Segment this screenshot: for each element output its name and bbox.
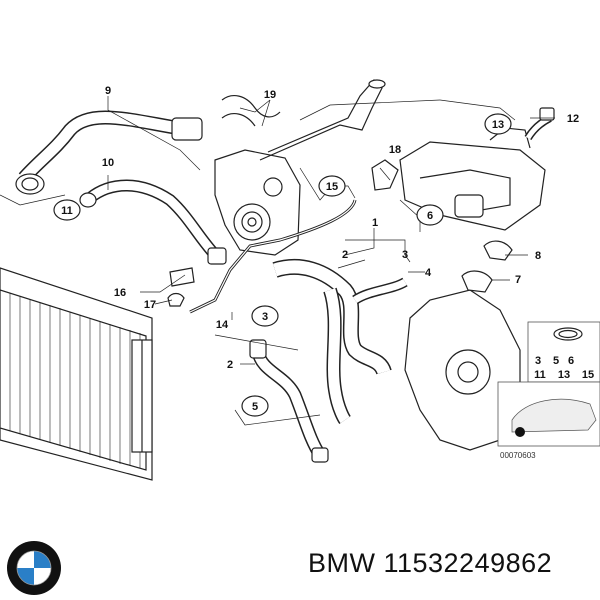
hose-4 xyxy=(352,277,408,305)
legend-bottom-1: 11 xyxy=(534,369,546,381)
callout-6: 6 xyxy=(427,210,433,222)
callout-circle-13 xyxy=(484,113,512,135)
engine-block xyxy=(404,289,521,451)
callout-7: 7 xyxy=(515,274,521,286)
clamp-legend-box xyxy=(527,321,600,383)
car-thumbnail xyxy=(497,381,600,447)
pipe-14 xyxy=(189,199,357,314)
callout-3-circle: 3 xyxy=(262,311,268,323)
callout-15: 15 xyxy=(326,181,338,193)
hose-1 xyxy=(272,258,392,425)
callout-17: 17 xyxy=(144,299,156,311)
legend-bottom-3: 15 xyxy=(582,369,594,381)
callout-circle-5 xyxy=(241,395,269,417)
legend-top-3: 6 xyxy=(568,355,574,367)
legend-bottom-2: 13 xyxy=(558,369,570,381)
clamp-8 xyxy=(483,240,513,261)
hose-5 xyxy=(249,339,329,463)
figure-code: 00070603 xyxy=(500,451,536,460)
bmw-logo-icon xyxy=(7,541,61,595)
clamp-19 xyxy=(221,94,281,127)
callout-18: 18 xyxy=(389,144,401,156)
callout-circle-6 xyxy=(416,204,444,226)
callout-11: 11 xyxy=(61,205,73,217)
callout-8: 8 xyxy=(535,250,541,262)
legend-top-1: 3 xyxy=(535,355,541,367)
callout-2-top: 2 xyxy=(342,249,348,261)
callout-3-top: 3 xyxy=(402,249,408,261)
callout-circle-3 xyxy=(251,305,279,327)
callout-4: 4 xyxy=(425,267,432,279)
callout-9: 9 xyxy=(105,85,111,97)
callout-5: 5 xyxy=(252,401,258,413)
callout-19: 19 xyxy=(264,89,276,101)
callout-13: 13 xyxy=(492,119,504,131)
leader-lines xyxy=(0,96,555,426)
callout-14: 14 xyxy=(216,319,229,331)
clamp-18 xyxy=(371,159,399,191)
callout-12: 12 xyxy=(567,113,579,125)
callout-10: 10 xyxy=(102,157,114,169)
callout-1: 1 xyxy=(372,217,378,229)
clamp-7 xyxy=(461,270,493,293)
hose-9 xyxy=(15,110,203,195)
part-number-title: BMW 11532249862 xyxy=(308,548,553,578)
callout-circle-15 xyxy=(318,175,346,197)
radiator xyxy=(0,267,153,481)
callout-2-lower: 2 xyxy=(227,359,233,371)
connector-12 xyxy=(524,107,555,141)
water-pump-assembly xyxy=(214,79,386,256)
legend-top-2: 5 xyxy=(553,355,559,367)
hose-10 xyxy=(79,179,227,265)
callout-circle-11 xyxy=(53,199,81,221)
callout-16: 16 xyxy=(114,287,126,299)
